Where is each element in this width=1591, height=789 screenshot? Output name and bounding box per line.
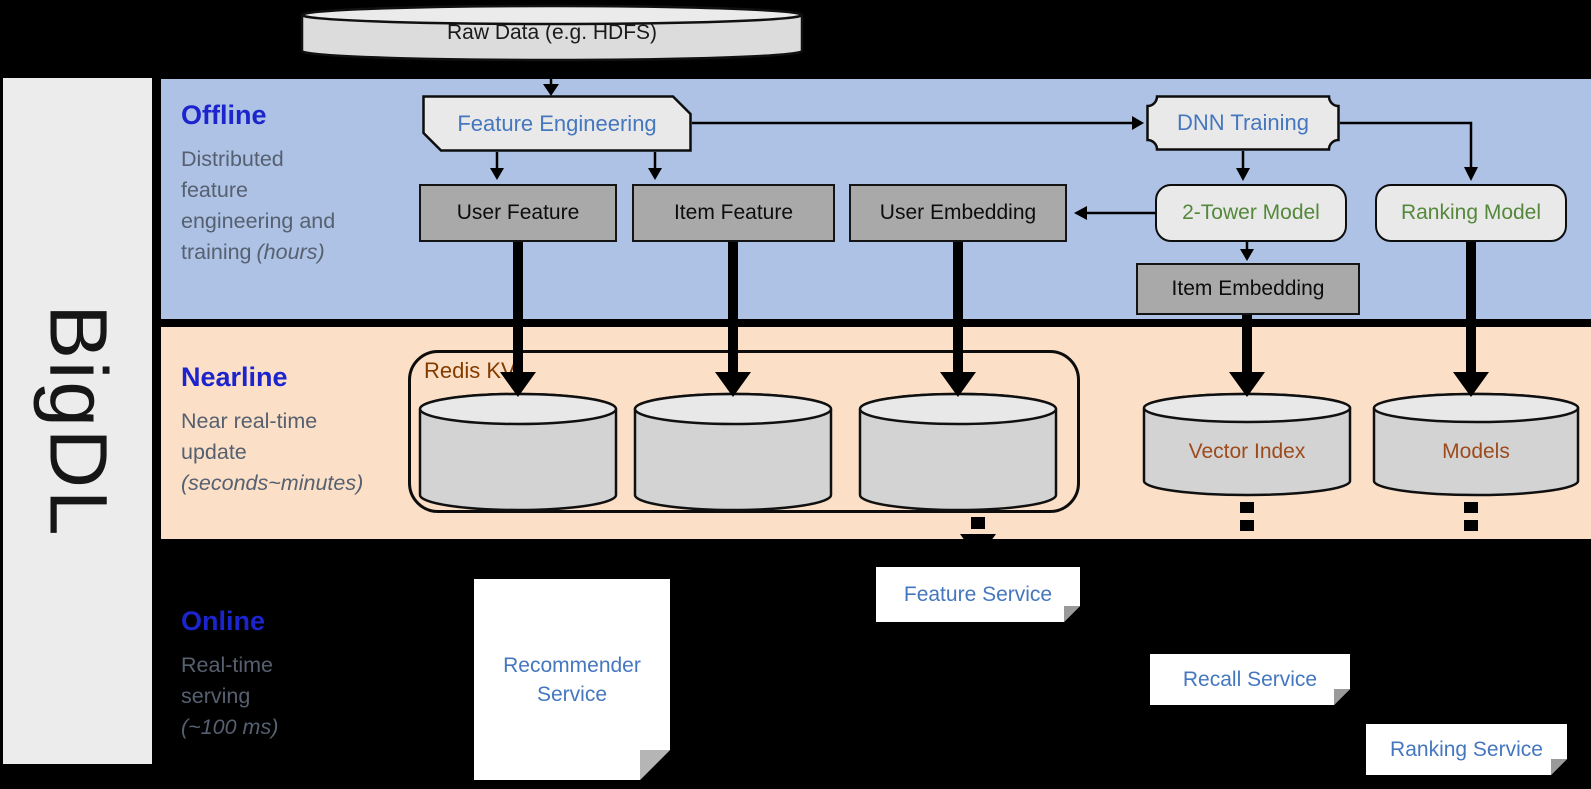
redis-kv-label: Redis KV [424,358,516,383]
bigdl-sidebar: BigDL [3,78,152,764]
node-item-embedding: Item Embedding [1136,263,1360,315]
offline-duration-note: (hours) [256,240,325,264]
node-two-tower-model: 2-Tower Model [1155,184,1347,242]
redis-kv-container [408,350,1080,513]
feature-engineering-label: Feature Engineering [457,110,657,136]
offline-desc-line3: engineering and [181,209,336,233]
node-user-embedding: User Embedding [849,184,1067,242]
offline-section-label: Offline Distributed feature engineering … [181,100,335,268]
raw-data-cylinder: Raw Data (e.g. HDFS) [300,3,804,63]
offline-desc-line4-text: training [181,240,252,264]
cylinder-shape-icon [418,392,618,512]
online-duration-note: (~100 ms) [181,715,279,739]
box-ranking-service: Ranking Service [1366,724,1567,775]
offline-desc-line1: Distributed [181,147,284,171]
node-user-feature: User Feature [419,184,617,242]
online-title: Online [181,606,266,636]
redis-cylinder-2 [633,392,833,512]
nearline-desc-line1: Near real-time [181,409,318,433]
models-cylinder: Models [1372,392,1580,497]
redis-cylinder-1 [418,392,618,512]
offline-title: Offline [181,100,267,130]
online-desc-line1: Real-time [181,653,273,677]
vector-index-cylinder: Vector Index [1142,392,1352,497]
redis-cylinder-3 [858,392,1058,512]
vector-index-label: Vector Index [1188,439,1306,463]
snip-corner-shape-icon [422,95,692,152]
nearline-duration-note: (seconds~minutes) [181,471,364,495]
node-ranking-model: Ranking Model [1375,184,1567,242]
cylinder-shape-icon [633,392,833,512]
cylinder-shape-icon [300,4,804,62]
box-feature-service: Feature Service [876,567,1080,622]
online-description: Real-time serving (~100 ms) [181,650,278,743]
plaque-shape-icon [1146,95,1340,151]
offline-desc-line4: training(hours) [181,237,335,268]
bigdl-logo: BigDL [32,304,124,538]
cylinder-shape-icon [858,392,1058,512]
nearline-section-label: Nearline Near real-time update (seconds~… [181,362,363,499]
offline-desc-line2: feature [181,178,248,202]
models-label: Models [1442,439,1510,463]
raw-data-label: Raw Data (e.g. HDFS) [446,21,658,44]
online-desc-line2: serving [181,684,251,708]
offline-description: Distributed feature engineering and trai… [181,144,335,268]
nearline-title: Nearline [181,362,288,392]
box-recall-service: Recall Service [1150,654,1350,705]
cylinder-shape-icon [1142,392,1352,497]
nearline-desc-line2: update [181,440,247,464]
node-item-feature: Item Feature [632,184,835,242]
node-dnn-training: DNN Training [1146,95,1340,151]
cylinder-shape-icon [1372,392,1580,497]
doc-recommender-service: Recommender Service [474,579,670,780]
node-feature-engineering: Feature Engineering [422,95,692,152]
online-section-label: Online Real-time serving (~100 ms) [181,606,278,743]
dnn-training-label: DNN Training [1176,110,1310,135]
nearline-description: Near real-time update (seconds~minutes) [181,406,363,499]
